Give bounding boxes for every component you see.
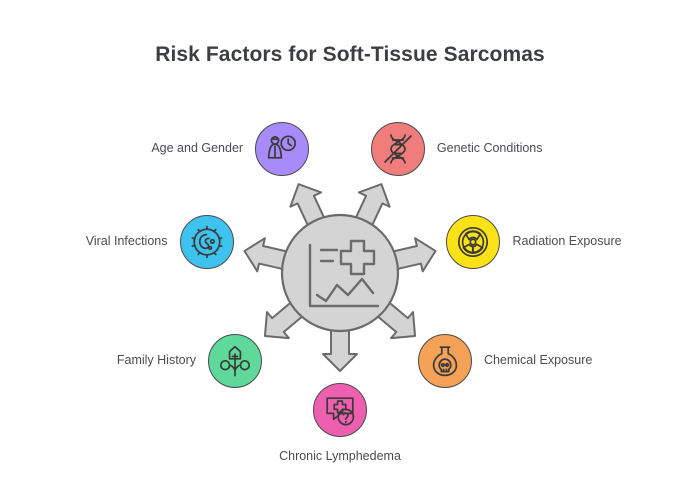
person-clock-icon: [267, 135, 297, 159]
node-family-history[interactable]: [208, 334, 263, 389]
radiation-trefoil-icon: [458, 227, 489, 258]
dna-strand-icon: [384, 133, 412, 164]
node-age-and-gender[interactable]: [255, 121, 310, 176]
node-chronic-lymphedema[interactable]: [313, 383, 367, 437]
page-title: Risk Factors for Soft-Tissue Sarcomas: [155, 43, 545, 66]
node-label-radiation-exposure: Radiation Exposure: [512, 234, 622, 249]
family-tree-icon: [219, 345, 251, 377]
node-chemical-exposure[interactable]: [417, 334, 472, 389]
node-label-viral-infections: Viral Infections: [85, 234, 168, 249]
toxic-flask-icon: [432, 346, 458, 377]
microbe-icon: [191, 225, 222, 259]
medical-question-bubble-icon: [326, 397, 355, 426]
node-genetic-conditions[interactable]: [370, 121, 425, 176]
node-label-family-history: Family History: [116, 353, 197, 368]
node-viral-infections[interactable]: [179, 215, 234, 270]
node-label-chronic-lymphedema: Chronic Lymphedema: [279, 449, 401, 463]
node-label-age-and-gender: Age and Gender: [151, 140, 244, 155]
node-label-genetic-conditions: Genetic Conditions: [436, 140, 543, 155]
node-radiation-exposure[interactable]: [446, 215, 501, 270]
node-label-chemical-exposure: Chemical Exposure: [483, 353, 593, 368]
hub-circle: [280, 213, 400, 333]
medical-chart-icon: [308, 239, 380, 308]
